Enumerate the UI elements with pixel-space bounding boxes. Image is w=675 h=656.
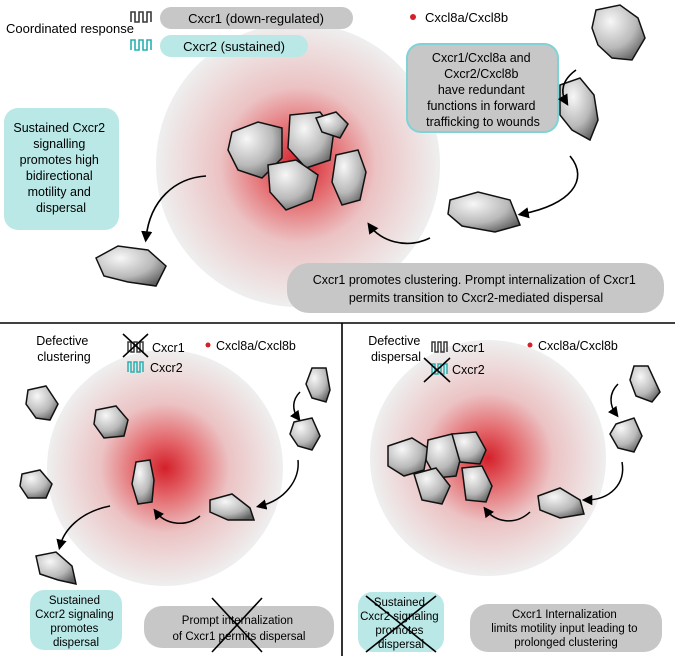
box-sustained-cxcr2: [4, 108, 119, 230]
legend-cxcr1-label: Cxcr1: [452, 341, 485, 355]
box-clustering: [287, 263, 664, 313]
cxcr2-receptor-icon: [130, 39, 152, 51]
cell-br-cluster-5: [461, 465, 493, 503]
legend-top: Cxcr1 (down-regulated) Cxcr2 (sustained)…: [130, 7, 508, 57]
bottom-left-panel: Defective clustering Cxcr1 Cxcr2 Cxcl8a/…: [19, 333, 334, 653]
cell-bl-3: [19, 469, 53, 499]
arrow-top-to-cluster: [367, 222, 431, 245]
arrow-bl-2: [255, 459, 299, 510]
box-bl-teal: [30, 590, 122, 650]
cxcr1-receptor-icon: [130, 11, 152, 23]
chemokine-dot-icon: [527, 342, 533, 348]
cell-br-3: [537, 487, 585, 519]
box-br-gray-text: Cxcr1 Internalization limits motility in…: [491, 609, 641, 649]
cell-bl-center: [131, 459, 155, 505]
cell-br-cluster-4: [413, 467, 451, 505]
cell-top-right-2: [559, 77, 599, 142]
cell-bl-7: [209, 493, 256, 521]
cell-bl-6: [289, 417, 321, 451]
box-br-teal-text: Sustained Cxcr2 signaling promotes dispe…: [360, 597, 442, 651]
cell-dispersing-left: [95, 245, 167, 287]
arrow-top-right-down: [557, 69, 577, 106]
legend-cxcr1-label: Cxcr1 (down-regulated): [188, 11, 324, 26]
cell-br-2: [609, 417, 643, 453]
cell-bl-1: [25, 385, 59, 421]
box-bl-gray-text: Prompt internalization of Cxcr1 permits …: [173, 615, 306, 643]
legend-chemokine-label: Cxcl8a/Cxcl8b: [538, 339, 618, 353]
knockout-cross-icon: [122, 333, 149, 358]
cell-cluster-3: [267, 159, 319, 211]
chemokine-dot-icon: [205, 342, 211, 348]
arrow-br-3: [483, 506, 531, 522]
legend-cxcr2-pill: [160, 35, 308, 57]
knockout-cross-icon: [423, 357, 451, 383]
arrow-br-1: [608, 383, 619, 418]
box-redundant-text: Cxcr1/Cxcl8a and Cxcr2/Cxcl8b have redun…: [426, 51, 540, 129]
cell-br-cluster-1: [387, 437, 429, 477]
chemokine-gradient-bl: [47, 350, 283, 586]
cross-out-icon: [365, 595, 437, 653]
legend-cxcr1-pill: [160, 7, 353, 29]
cell-top-right-3: [447, 191, 522, 233]
chemokine-dot-icon: [410, 14, 416, 20]
legend-cxcr2-label: Cxcr2: [452, 363, 485, 377]
arrow-top-right-curve: [517, 155, 579, 219]
box-sustained-text: Sustained Cxcr2 signalling promotes high…: [13, 121, 108, 215]
top-panel: Coordinated response Cxcr1 (down-regulat…: [4, 4, 664, 313]
legend-cxcr2-label: Cxcr2: [150, 361, 183, 375]
arrow-cluster-to-left: [141, 175, 207, 243]
cell-bl-4: [35, 551, 77, 585]
box-redundant-functions: [406, 43, 559, 133]
cxcr1-receptor-icon: [431, 341, 448, 353]
cross-out-icon: [211, 597, 263, 653]
cell-br-cluster-3: [451, 431, 487, 465]
arrow-bl-4: [56, 505, 111, 551]
box-clustering-text: Cxcr1 promotes clustering. Prompt intern…: [313, 273, 640, 305]
cell-bl-2: [93, 405, 129, 439]
legend-cxcr2-label: Cxcr2 (sustained): [183, 39, 285, 54]
bottom-right-panel: Defective dispersal Cxcr1 Cxcr2 Cxcl8a/C…: [358, 334, 662, 653]
cxcr1-receptor-icon: [127, 341, 144, 353]
legend-cxcr1-label: Cxcr1: [152, 341, 185, 355]
cell-top-right-1: [591, 4, 646, 61]
box-bl-teal-text: Sustained Cxcr2 signaling promotes dispe…: [35, 595, 117, 649]
arrow-br-2: [581, 461, 624, 506]
cxcr2-receptor-icon: [127, 361, 144, 373]
chemokine-gradient-br: [370, 340, 606, 576]
cell-br-1: [629, 365, 661, 403]
panel-label-defective-clustering: Defective clustering: [36, 334, 92, 364]
panel-label-coordinated: Coordinated response: [6, 21, 134, 36]
arrow-bl-1: [290, 391, 301, 422]
box-br-gray: [470, 604, 662, 652]
cell-bl-5: [305, 367, 331, 403]
legend-chemokine-label: Cxcl8a/Cxcl8b: [216, 339, 296, 353]
arrow-bl-3: [153, 508, 201, 524]
legend-chemokine-label: Cxcl8a/Cxcl8b: [425, 10, 508, 25]
panel-label-defective-dispersal: Defective dispersal: [368, 334, 424, 364]
cell-cluster-5: [314, 111, 349, 139]
cell-cluster-4: [331, 149, 367, 206]
